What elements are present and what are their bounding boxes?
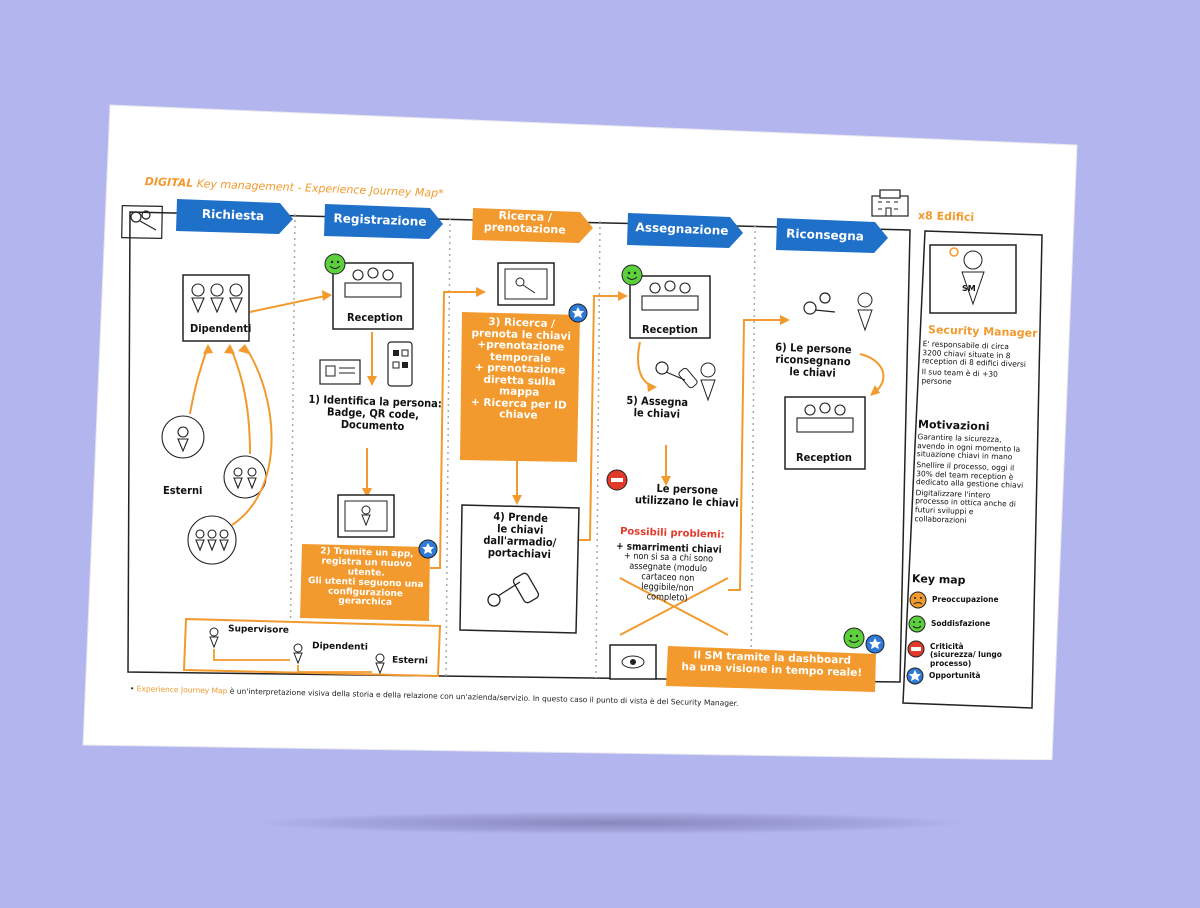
- step-1: 1) Identifica la persona:Badge, QR code,…: [308, 392, 443, 434]
- legend-criticita: Criticità (sicurezza/ lungo processo): [930, 642, 1002, 668]
- motivations-list: Garantire la sicurezza, avendo in ogni m…: [914, 432, 1024, 525]
- stage-arrows: [176, 199, 888, 253]
- paper-background: [82, 104, 1078, 760]
- legend-preoccupazione: Preoccupazione: [932, 595, 999, 604]
- buildings-label: x8 Edifici: [917, 209, 975, 224]
- hierarchy-supervisore: Supervisore: [227, 624, 290, 636]
- key-map-title: Key map: [911, 572, 966, 587]
- problems-list: + smarrimenti chiavi+ non si sa a chi so…: [615, 541, 722, 604]
- building-icon: [871, 189, 909, 217]
- motivations-title: Motivazioni: [917, 417, 990, 434]
- reception-label-3: Reception: [796, 451, 852, 464]
- reception-label-2: Reception: [642, 323, 698, 336]
- footnote-lead: Experience Journey Map: [136, 684, 228, 696]
- sm-badge: SM: [962, 284, 976, 293]
- step-2: 2) Tramite un app,registra un nuovo uten…: [307, 546, 424, 609]
- step-3: 3) Ricerca /prenota le chiavi+prenotazio…: [470, 315, 572, 423]
- legend-soddisfazione: Soddisfazione: [931, 619, 991, 628]
- persona-facts: E' responsabile di circa 3200 chiavi sit…: [921, 339, 1027, 386]
- hierarchy-esterni: Esterni: [391, 655, 428, 667]
- journey-map-sheet: DIGITAL Key management - Experience Jour…: [80, 100, 1080, 760]
- legend-opportunita: Opportunità: [929, 671, 981, 680]
- hierarchy-dipendenti: Dipendenti: [311, 641, 369, 653]
- title-brand: DIGITAL: [144, 175, 194, 190]
- sheet-shadow: [260, 812, 960, 834]
- dipendenti-label: Dipendenti: [190, 322, 252, 335]
- esterni-label: Esterni: [163, 484, 203, 497]
- stage-ricerca: Ricerca / prenotazione: [483, 208, 566, 237]
- reception-label-1: Reception: [347, 311, 403, 324]
